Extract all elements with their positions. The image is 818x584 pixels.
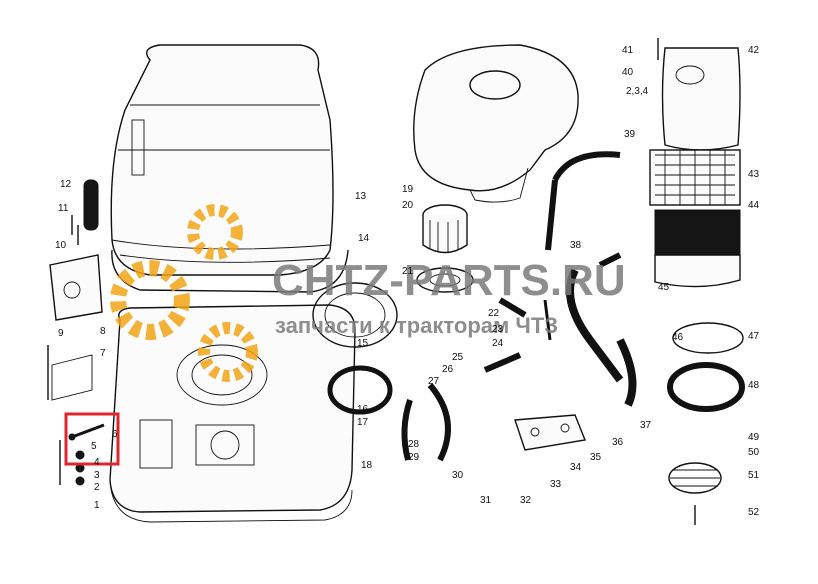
callout-label: 31 [480, 495, 492, 506]
callout-label: 30 [452, 470, 464, 481]
cyclone-lid [657, 38, 741, 151]
callout-label: 11 [58, 203, 69, 214]
blower-housing [413, 44, 579, 203]
callout-label: 32 [520, 495, 532, 506]
engine-hood [110, 44, 349, 293]
callout-label: 24 [492, 338, 504, 349]
callout-label: 48 [748, 380, 760, 391]
grid-51 [668, 462, 722, 525]
callout-label: 36 [612, 437, 624, 448]
callout-label: 34 [570, 462, 582, 473]
base-plate [109, 304, 356, 523]
callout-label: 13 [355, 191, 367, 202]
gasket-ring [312, 282, 398, 415]
flange-21 [416, 267, 474, 293]
callout-label: 29 [408, 452, 420, 463]
callout-label: 19 [402, 184, 414, 195]
callout-label: 37 [640, 420, 652, 431]
callout-label: 2,3,4 [626, 86, 649, 97]
callout-label: 39 [624, 129, 636, 140]
callout-label: 5 [91, 441, 97, 452]
plate-34 [514, 414, 586, 451]
callout-label: 16 [357, 404, 369, 415]
callout-label: 33 [550, 479, 562, 490]
watermark-gear-icon [110, 204, 258, 382]
callout-label: 51 [748, 470, 760, 481]
callout-label: 50 [748, 447, 760, 458]
callout-label: 17 [357, 417, 369, 428]
filter-mesh-43 [649, 149, 741, 206]
callout-label: 2 [94, 482, 100, 493]
callout-label: 43 [748, 169, 760, 180]
callout-label: 1 [94, 500, 100, 511]
callout-label: 38 [570, 240, 582, 251]
highlight-part-5[interactable] [64, 412, 120, 466]
callout-label: 42 [748, 45, 760, 56]
callout-label: 41 [622, 45, 634, 56]
watermark-tagline: запчасти к тракторам ЧТЗ [275, 313, 558, 338]
callout-label: 44 [748, 200, 760, 211]
callout-label: 18 [361, 460, 373, 471]
watermark-brand: CHTZ-PARTS.RU [272, 256, 626, 305]
callout-label: 10 [55, 240, 67, 251]
seal-47-48 [667, 322, 745, 412]
callout-label: 4 [94, 457, 100, 468]
callout-label: 28 [408, 439, 420, 450]
callout-label: 23 [492, 324, 504, 335]
callout-label: 12 [60, 179, 72, 190]
callout-label: 25 [452, 352, 464, 363]
filter-cylinder [422, 204, 468, 254]
left-small-parts [47, 179, 103, 486]
callout-label: 7 [100, 348, 106, 359]
callout-labels: 1234567891011121314151617181920212223242… [55, 45, 760, 518]
callout-label: 49 [748, 432, 760, 443]
callout-label: 35 [590, 452, 602, 463]
callout-label: 6 [112, 429, 118, 440]
callout-label: 22 [488, 308, 500, 319]
callout-label: 14 [358, 233, 370, 244]
callout-label: 8 [100, 326, 106, 337]
callout-label: 20 [402, 200, 414, 211]
filter-block-44 [654, 209, 741, 288]
callout-label: 47 [748, 331, 760, 342]
callout-label: 46 [672, 332, 684, 343]
callout-label: 45 [658, 282, 670, 293]
callout-label: 15 [357, 338, 369, 349]
callout-label: 3 [94, 470, 100, 481]
callout-label: 9 [58, 328, 64, 339]
callout-label: 21 [402, 266, 414, 277]
callout-label: 27 [428, 376, 440, 387]
pipes [401, 151, 637, 462]
callout-label: 52 [748, 507, 760, 518]
callout-label: 40 [622, 67, 634, 78]
callout-label: 26 [442, 364, 454, 375]
